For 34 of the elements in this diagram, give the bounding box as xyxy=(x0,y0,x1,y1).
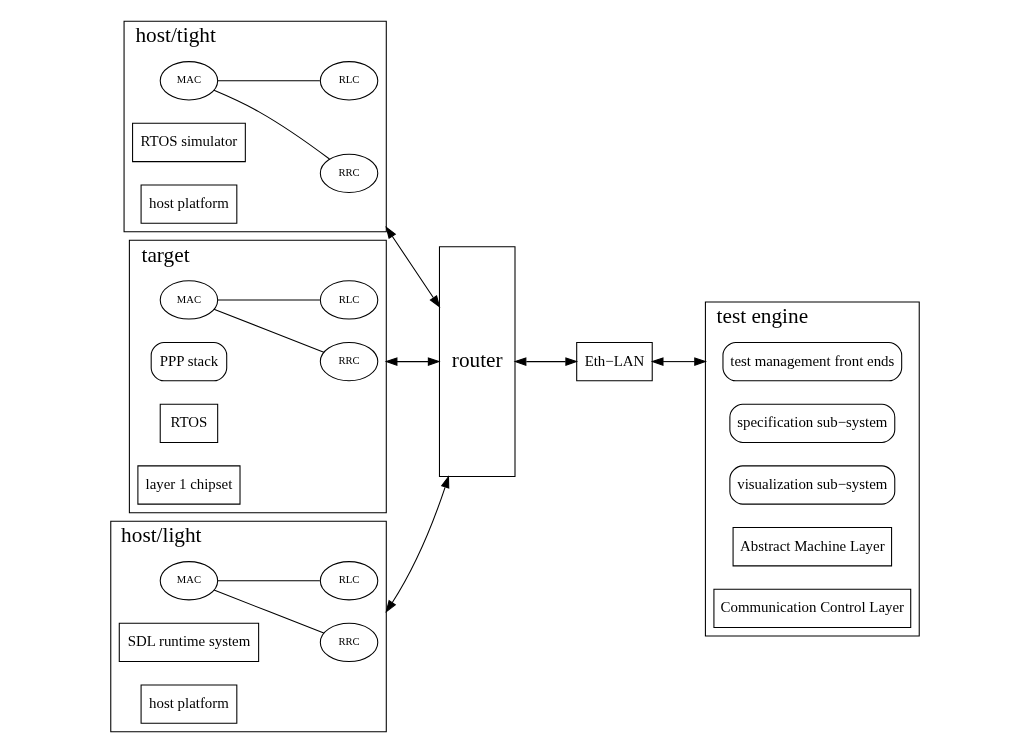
node-ellipse: RLC xyxy=(319,61,379,101)
node-ellipse: RLC xyxy=(319,280,379,320)
node-ellipse: RRC xyxy=(319,341,379,382)
node-box: router xyxy=(438,246,516,477)
node-box: Abstract Machine Layer xyxy=(732,527,893,567)
node-box: Eth−LAN xyxy=(576,341,653,382)
node-ellipse: MAC xyxy=(159,561,219,601)
node-box: layer 1 chipset xyxy=(137,465,241,505)
node-box: RTOS simulator xyxy=(132,122,246,163)
node-box: PPP stack xyxy=(150,341,228,382)
arrow xyxy=(384,357,441,367)
connector xyxy=(217,580,321,582)
connector xyxy=(217,80,321,82)
node-box: Communication Control Layer xyxy=(713,588,912,629)
node-ellipse: RRC xyxy=(319,153,379,193)
node-ellipse: RLC xyxy=(319,561,379,601)
node-ellipse: MAC xyxy=(159,61,219,101)
connector xyxy=(213,89,330,160)
connector xyxy=(217,299,321,301)
arrow xyxy=(385,226,441,309)
node-box: RTOS xyxy=(159,403,219,443)
node-box: specification sub−system xyxy=(729,403,896,443)
node-ellipse: RRC xyxy=(319,622,379,663)
connector xyxy=(213,308,325,353)
connector xyxy=(213,589,325,634)
node-box: host platform xyxy=(140,184,238,224)
arrow xyxy=(650,357,708,367)
arrow xyxy=(513,357,579,367)
node-ellipse: MAC xyxy=(159,280,219,320)
node-box: visualization sub−system xyxy=(729,465,896,505)
node-box: SDL runtime system xyxy=(118,622,260,663)
node-box: test management front ends xyxy=(722,341,903,382)
arrow xyxy=(385,475,450,613)
node-box: host platform xyxy=(140,684,238,724)
